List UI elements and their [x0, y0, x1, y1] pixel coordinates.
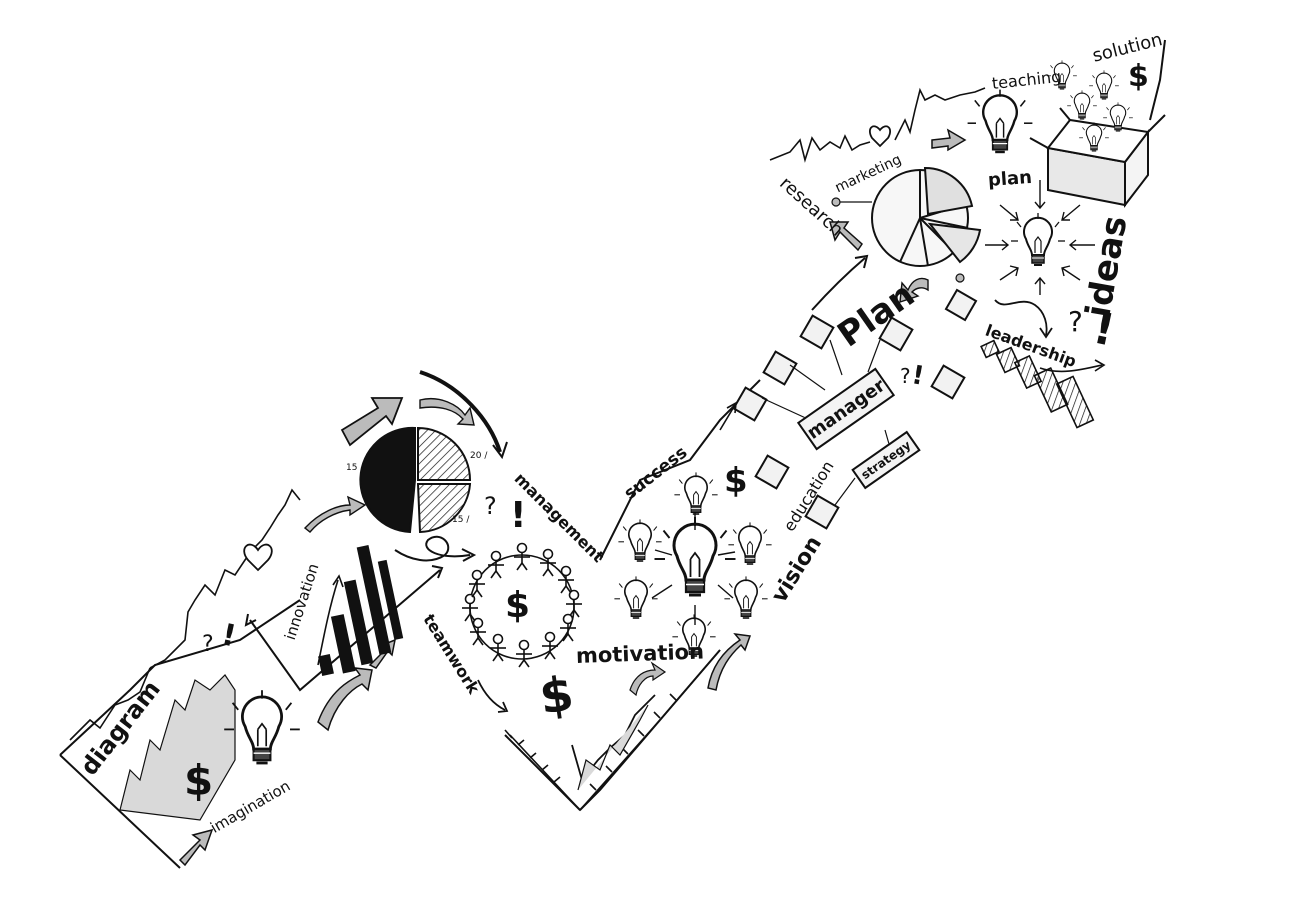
innovation-growth-arrow [317, 579, 339, 666]
pie-chart-icon [359, 426, 472, 534]
arrow-icon [340, 397, 404, 447]
heart-icon [243, 543, 273, 572]
dollar-icon: $ [536, 665, 577, 726]
label-motivation: motivation [575, 639, 705, 668]
label-plan-small: plan [987, 166, 1033, 191]
dollar-icon: $ [184, 756, 214, 805]
arrow-icon [707, 633, 752, 691]
exclamation-icon: ! [510, 495, 527, 536]
leadership-bar-chart [980, 339, 1095, 429]
question-icon: ? [202, 632, 214, 657]
lightbulb-icon [1010, 212, 1066, 266]
arrow-icon [829, 221, 863, 252]
arrow-icon [629, 661, 667, 697]
heart-icon [868, 125, 892, 148]
box-icon [1029, 107, 1166, 208]
pie-label-15-left: 15 / [346, 463, 364, 473]
pie-chart-icon [871, 166, 982, 267]
arrow-icon [899, 277, 929, 304]
diagram-shaded-area [119, 674, 236, 821]
question-icon: ? [1068, 305, 1083, 338]
diamond-boxes [732, 288, 978, 530]
heartbeat-line-top [769, 87, 986, 163]
question-icon: ? [484, 492, 497, 520]
converging-arrows [985, 180, 1095, 295]
lightbulb-icon [966, 88, 1034, 154]
arrow-icon [931, 128, 967, 152]
dollar-icon: $ [724, 461, 748, 501]
heartbeat-line-left [69, 488, 301, 741]
people-circle-icon [461, 542, 583, 668]
loop-arrow [394, 535, 471, 562]
arrow-icon [303, 495, 367, 533]
curved-arrow [477, 679, 506, 711]
dollar-icon: $ [505, 585, 531, 626]
arrow-icon [317, 667, 373, 732]
question-icon: ? [900, 364, 911, 388]
pie-label-15-bottom: 15 / [452, 515, 470, 525]
bottom-line-chart [504, 649, 721, 812]
dollar-icon: $ [1128, 59, 1149, 94]
pie-label-20: 20 / [470, 451, 488, 461]
curved-arrow [419, 370, 502, 453]
arrow-icon [178, 828, 214, 867]
bar-chart-icon [318, 544, 404, 677]
lightbulb-network [613, 471, 773, 657]
arrow-icon [419, 398, 475, 426]
